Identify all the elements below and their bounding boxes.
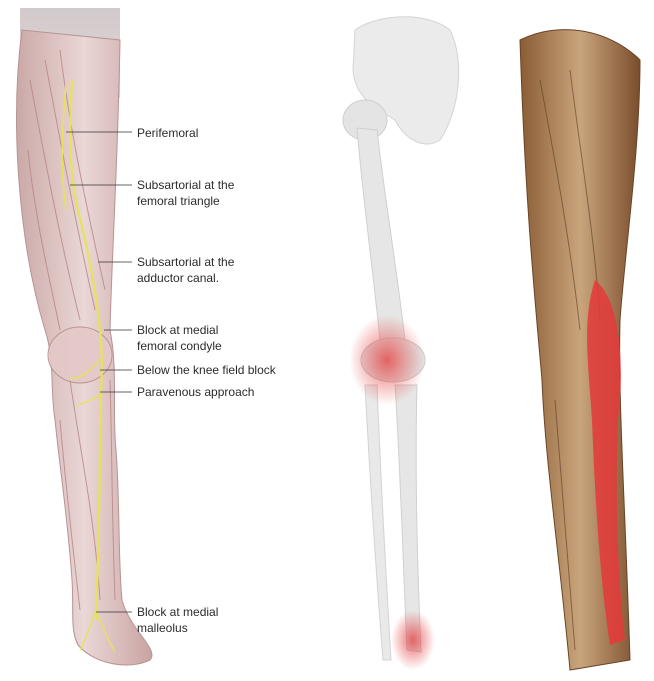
label-block-medial-femoral-condyle: Block at medial femoral condyle	[137, 322, 222, 354]
label-below-knee-field-block: Below the knee field block	[137, 362, 276, 378]
label-subsartorial-adductor-canal: Subsartorial at the adductor canal.	[137, 254, 234, 286]
skeleton-panel	[325, 0, 475, 681]
label-block-medial-malleolus: Block at medial malleolus	[137, 604, 218, 636]
label-paravenous-approach: Paravenous approach	[137, 384, 254, 400]
sensory-area-ankle	[391, 610, 435, 670]
label-subsartorial-femoral-triangle: Subsartorial at the femoral triangle	[137, 177, 234, 209]
leg-outline	[520, 30, 640, 670]
label-perifemoral: Perifemoral	[137, 125, 198, 141]
leg-sensory-panel	[500, 0, 654, 681]
femur-bone	[357, 128, 405, 340]
sensory-area-knee	[349, 315, 425, 405]
fibula-bone	[365, 385, 391, 660]
